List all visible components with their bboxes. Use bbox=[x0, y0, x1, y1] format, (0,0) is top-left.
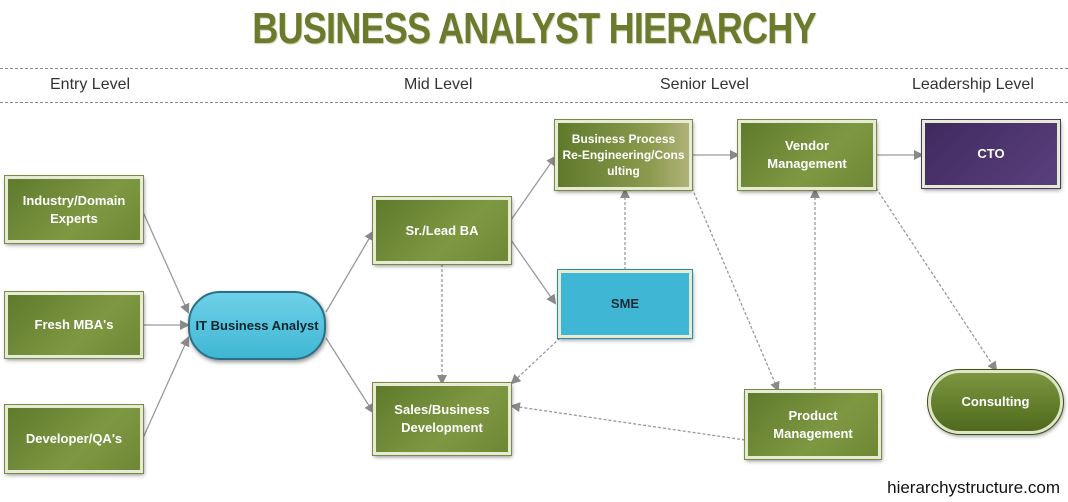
node-developer-qa: Developer/QA's bbox=[4, 404, 144, 474]
arrow-srlead-to-sme bbox=[510, 239, 557, 305]
node-cto: CTO bbox=[921, 119, 1061, 189]
node-product-management: Product Management bbox=[744, 389, 882, 460]
level-entry: Entry Level bbox=[50, 76, 131, 93]
top-divider bbox=[0, 68, 1068, 69]
arrow-developer-to-itba bbox=[142, 336, 190, 439]
node-vendor-management: Vendor Management bbox=[737, 119, 877, 191]
arrow-sme-to-sales bbox=[510, 337, 561, 385]
arrow-itba-to-sales bbox=[325, 337, 375, 414]
level-leadership: Leadership Level bbox=[912, 76, 1034, 93]
site-credit: hierarchystructure.com bbox=[887, 478, 1060, 497]
arrow-itba-to-srlead bbox=[325, 230, 375, 313]
level-senior: Senior Level bbox=[660, 76, 749, 93]
node-business-process-reengineering: Business Process Re-Engineering/Cons ult… bbox=[554, 119, 693, 191]
arrow-bpr-to-product bbox=[691, 187, 780, 392]
diagram-title: BUSINESS ANALYST HIERARCHY bbox=[252, 4, 816, 53]
node-sales-business-development: Sales/Business Development bbox=[372, 382, 512, 456]
level-mid: Mid Level bbox=[404, 76, 473, 93]
arrow-product-to-sales bbox=[510, 402, 746, 441]
arrow-vendor-to-consulting bbox=[875, 187, 998, 372]
level-divider bbox=[0, 102, 1068, 103]
node-consulting: Consulting bbox=[927, 369, 1064, 435]
node-fresh-mbas: Fresh MBA's bbox=[4, 291, 144, 359]
node-industry-domain-experts: Industry/Domain Experts bbox=[4, 175, 144, 244]
node-it-business-analyst: IT Business Analyst bbox=[188, 291, 326, 360]
node-sr-lead-ba: Sr./Lead BA bbox=[372, 196, 512, 265]
arrow-industry-to-itba bbox=[142, 211, 190, 314]
node-sme: SME bbox=[557, 269, 693, 339]
arrow-srlead-to-bpr bbox=[510, 155, 557, 221]
